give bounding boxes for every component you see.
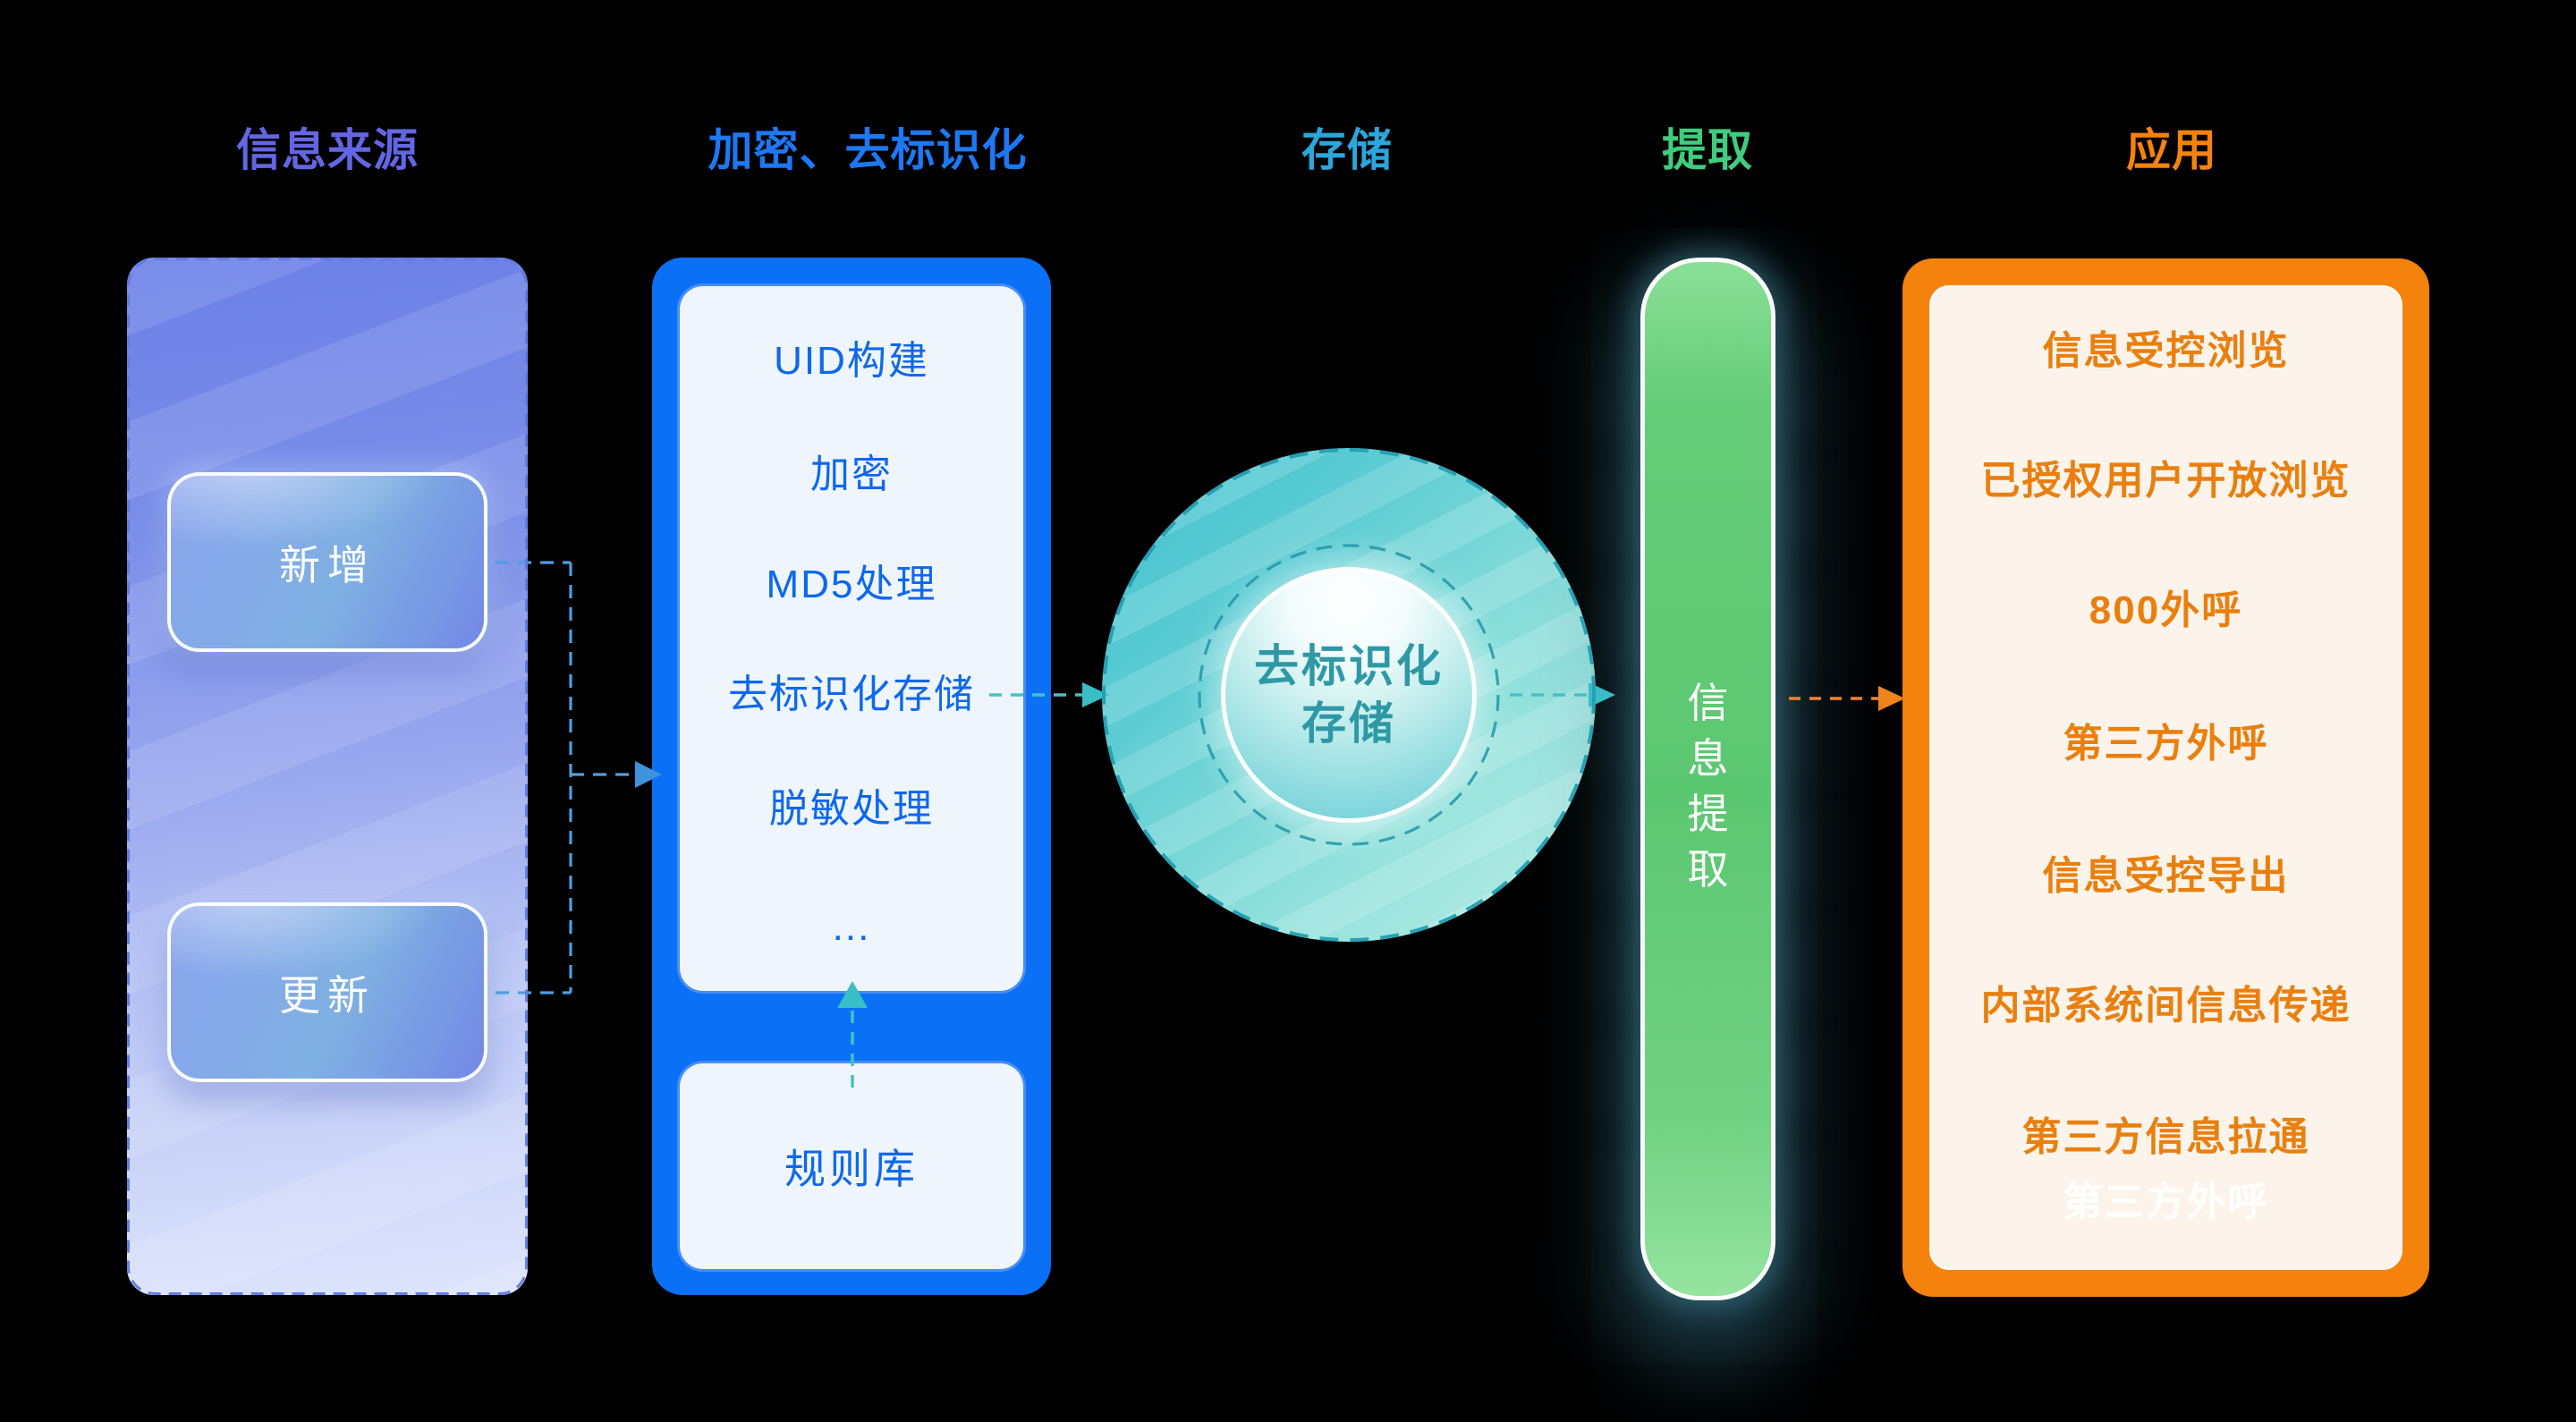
process-steps-card: UID构建 加密 MD5处理 去标识化存储 脱敏处理 ... — [680, 286, 1023, 991]
app-item-thirdparty-call: 第三方外呼 — [2063, 722, 2269, 766]
app-item-800-call: 800外呼 — [2089, 588, 2243, 632]
header-source: 信息来源 — [236, 125, 419, 175]
header-extract: 提取 — [1662, 125, 1753, 175]
process-step-deid-store: 去标识化存储 — [728, 673, 975, 716]
applications-panel: 信息受控浏览 已授权用户开放浏览 800外呼 第三方外呼 信息受控导出 内部系统… — [1902, 258, 2429, 1297]
extract-bar-label: 信息提取 — [1687, 680, 1729, 893]
storage-circle-label-line1: 去标识化 — [1254, 641, 1444, 691]
extract-bar: 信息提取 — [1640, 258, 1775, 1300]
rulebase-label: 规则库 — [784, 1146, 919, 1192]
process-step-ellipsis: ... — [832, 905, 871, 949]
arrowhead-extract-to-apps — [1878, 686, 1905, 711]
process-step-encrypt: 加密 — [810, 453, 893, 496]
header-storage: 存储 — [1301, 125, 1393, 175]
storage-circle-label-line2: 存储 — [1301, 698, 1396, 749]
app-item-controlled-browse: 信息受控浏览 — [2042, 329, 2290, 373]
process-step-uid: UID构建 — [774, 339, 929, 383]
source-node-add: 新增 — [167, 472, 487, 652]
source-node-update-label: 更新 — [279, 971, 376, 1019]
app-item-internal-transfer: 内部系统间信息传递 — [1980, 984, 2351, 1028]
source-panel — [127, 258, 528, 1295]
process-step-mask: 脱敏处理 — [769, 787, 934, 831]
app-item-ghost: 第三方外呼 — [2063, 1181, 2269, 1224]
source-node-update: 更新 — [167, 902, 487, 1082]
process-panel: UID构建 加密 MD5处理 去标识化存储 脱敏处理 ... 规则库 — [652, 258, 1051, 1295]
app-item-thirdparty-link: 第三方信息拉通 — [2021, 1115, 2310, 1159]
source-node-add-label: 新增 — [279, 541, 376, 588]
app-item-controlled-export: 信息受控导出 — [2042, 854, 2290, 898]
rulebase-card: 规则库 — [680, 1063, 1023, 1269]
header-applications: 应用 — [2126, 125, 2217, 175]
process-step-md5: MD5处理 — [766, 563, 937, 606]
app-item-authorized-browse: 已授权用户开放浏览 — [1980, 459, 2351, 503]
storage-circle-core: 去标识化 存储 — [1221, 567, 1477, 823]
applications-card: 信息受控浏览 已授权用户开放浏览 800外呼 第三方外呼 信息受控导出 内部系统… — [1929, 285, 2402, 1270]
header-process: 加密、去标识化 — [708, 125, 1028, 175]
